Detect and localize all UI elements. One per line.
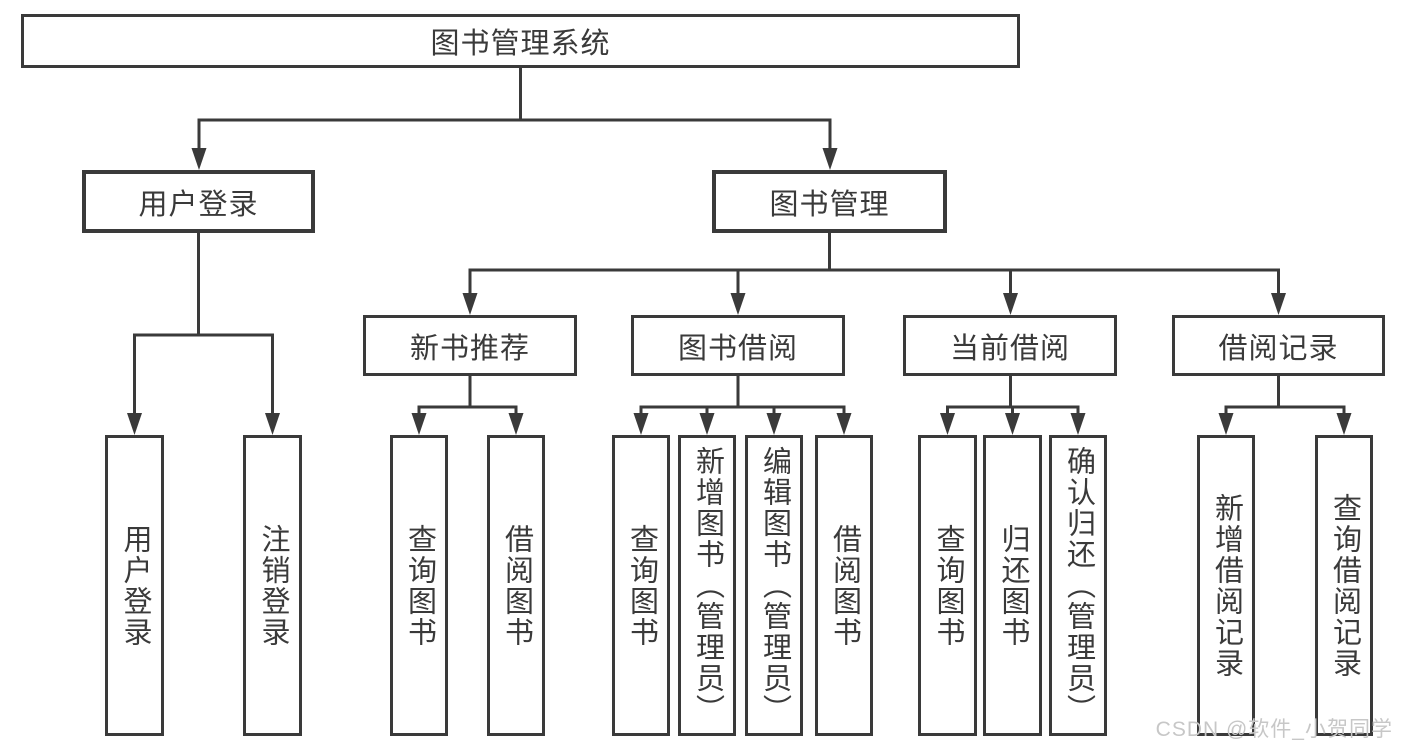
node-new-book-recommend: 新书推荐 (363, 315, 577, 376)
arrowheads (127, 148, 1352, 435)
leaf-label: 归还图书 (997, 523, 1029, 648)
leaf-br-query-record: 查询借阅记录 (1315, 435, 1373, 736)
node-label: 新书推荐 (409, 332, 530, 365)
leaf-label: 查询图书 (625, 523, 658, 648)
leaf-label: 查询借阅记录 (1328, 492, 1361, 679)
leaf-label: 编辑图书（管理员） (758, 446, 791, 725)
leaf-br-add-record: 新增借阅记录 (1197, 435, 1255, 736)
node-user-login: 用户登录 (82, 170, 315, 233)
node-book-management-system: 图书管理系统 (21, 14, 1020, 68)
leaf-label: 新增借阅记录 (1210, 492, 1243, 679)
node-book-borrow: 图书借阅 (631, 315, 845, 376)
leaf-nb-borrow-books: 借阅图书 (487, 435, 545, 736)
leaf-label: 借阅图书 (828, 523, 861, 648)
leaf-label: 查询图书 (403, 523, 436, 648)
node-label: 图书借阅 (677, 332, 798, 365)
leaf-bb-add-books-admin: 新增图书（管理员） (678, 435, 736, 736)
leaf-label: 查询图书 (932, 523, 964, 648)
node-label: 当前借阅 (949, 332, 1070, 365)
leaf-cb-query-books: 查询图书 (918, 435, 977, 736)
csdn-watermark: CSDN @软件_小贺同学 (1155, 718, 1393, 741)
leaf-bb-query-books: 查询图书 (612, 435, 670, 736)
leaf-label: 用户登录 (119, 523, 151, 648)
node-label: 用户登录 (138, 188, 259, 221)
node-label: 图书管理 (769, 188, 890, 221)
leaf-label: 注销登录 (257, 523, 289, 648)
leaf-nb-query-books: 查询图书 (390, 435, 448, 736)
leaf-label: 借阅图书 (500, 523, 533, 648)
node-current-borrow: 当前借阅 (903, 315, 1117, 376)
leaf-cb-return-books: 归还图书 (983, 435, 1042, 736)
leaf-user-login: 用户登录 (105, 435, 164, 736)
leaf-bb-borrow-books: 借阅图书 (815, 435, 873, 736)
leaf-label: 新增图书（管理员） (691, 446, 724, 725)
node-label: 借阅记录 (1218, 332, 1339, 365)
leaf-cb-confirm-return-admin: 确认归还（管理员） (1049, 435, 1107, 736)
leaf-bb-edit-books-admin: 编辑图书（管理员） (745, 435, 803, 736)
leaf-logout: 注销登录 (243, 435, 302, 736)
node-book-management: 图书管理 (712, 170, 947, 233)
node-label: 图书管理系统 (430, 28, 611, 60)
leaf-label: 确认归还（管理员） (1062, 446, 1095, 725)
node-borrow-records: 借阅记录 (1172, 315, 1385, 376)
